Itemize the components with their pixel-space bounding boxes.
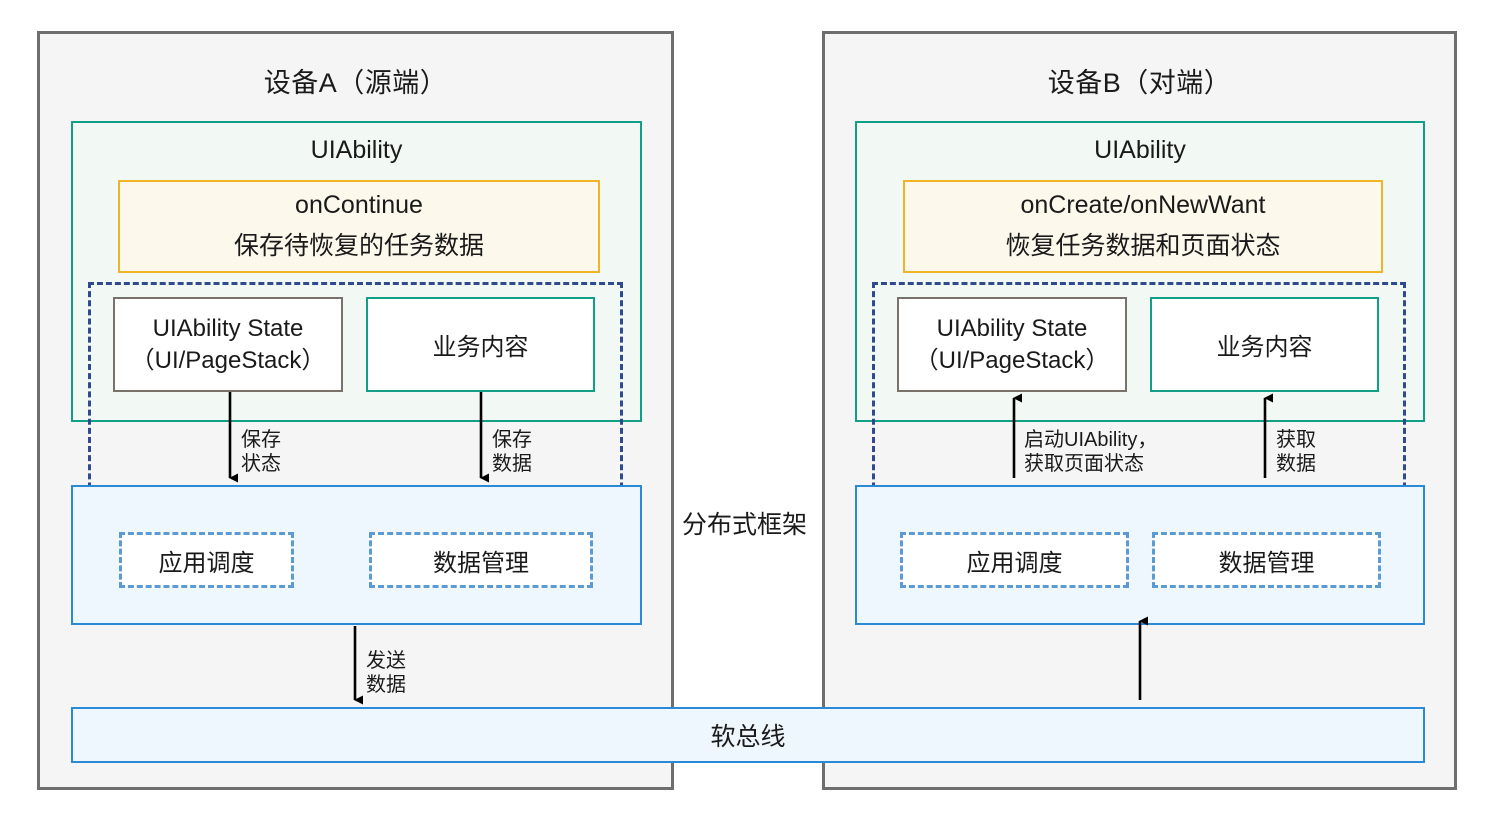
device-a-module-scheduling-label: 应用调度 bbox=[158, 549, 255, 577]
device-a-uiability-title: UIAbility bbox=[310, 136, 403, 164]
device-b-title: 设备B（对端） bbox=[1047, 68, 1232, 98]
arrow-label-start-uiability: 启动UIAbility， 获取页面状态 bbox=[1024, 429, 1158, 476]
device-b-state-line2: （UI/PageStack） bbox=[914, 346, 1110, 374]
device-a-state-box: UIAbility State （UI/PageStack） bbox=[113, 297, 343, 392]
device-a-title: 设备A（源端） bbox=[263, 68, 448, 98]
soft-bus-label: 软总线 bbox=[710, 723, 786, 751]
device-b-state-box: UIAbility State （UI/PageStack） bbox=[897, 297, 1127, 392]
device-a-state-line1: UIAbility State bbox=[152, 314, 304, 342]
device-a-module-data: 数据管理 bbox=[369, 532, 593, 588]
device-b-callback-box: onCreate/onNewWant 恢复任务数据和页面状态 bbox=[903, 180, 1383, 273]
device-a-callback-description: 保存待恢复的任务数据 bbox=[233, 232, 484, 260]
device-b-callback-name: onCreate/onNewWant bbox=[1020, 191, 1266, 219]
device-a-content-label: 业务内容 bbox=[432, 334, 529, 361]
device-a-module-scheduling: 应用调度 bbox=[119, 532, 294, 588]
arrow-label-save-data: 保存 数据 bbox=[492, 429, 532, 476]
arrow-label-save-state: 保存 状态 bbox=[241, 429, 281, 476]
device-a-state-line2: （UI/PageStack） bbox=[130, 346, 326, 374]
device-a-callback-box: onContinue 保存待恢复的任务数据 bbox=[118, 180, 600, 273]
device-b-content-box: 业务内容 bbox=[1150, 297, 1379, 392]
device-b-state-line1: UIAbility State bbox=[936, 314, 1088, 342]
device-a-callback-name: onContinue bbox=[295, 191, 423, 219]
device-a-content-box: 业务内容 bbox=[366, 297, 595, 392]
device-b-content-label: 业务内容 bbox=[1216, 334, 1313, 361]
device-b-uiability-title: UIAbility bbox=[1094, 136, 1186, 164]
device-b-module-scheduling-label: 应用调度 bbox=[966, 549, 1063, 577]
arrow-label-send-data: 发送 数据 bbox=[366, 650, 406, 697]
device-a-module-data-label: 数据管理 bbox=[433, 549, 529, 577]
device-b-module-scheduling: 应用调度 bbox=[900, 532, 1129, 588]
framework-band-label: 分布式框架 bbox=[682, 511, 808, 539]
device-b-module-data: 数据管理 bbox=[1152, 532, 1381, 588]
soft-bus-bar: 软总线 bbox=[71, 707, 1425, 763]
device-b-callback-description: 恢复任务数据和页面状态 bbox=[1005, 232, 1281, 260]
arrow-label-get-data: 获取 数据 bbox=[1276, 429, 1316, 476]
device-b-module-data-label: 数据管理 bbox=[1218, 549, 1315, 577]
